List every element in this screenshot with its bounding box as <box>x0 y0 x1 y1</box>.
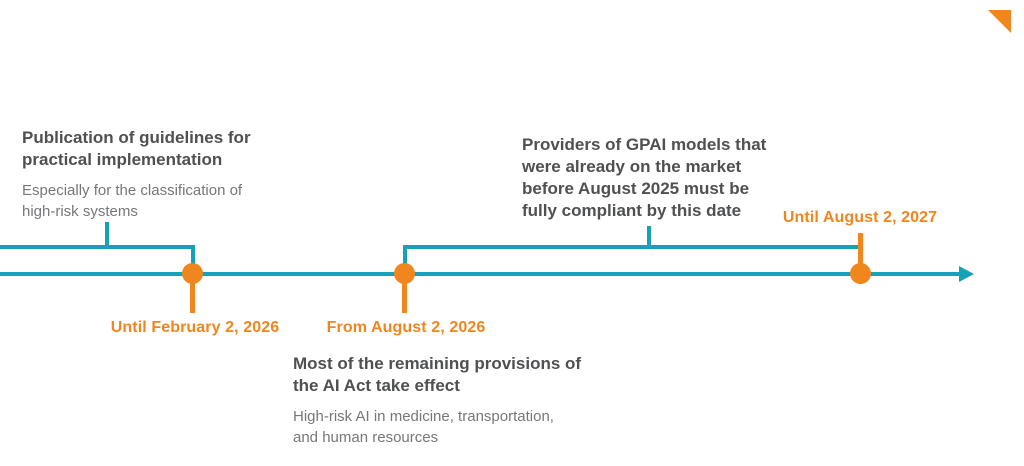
timeline-arrowhead-icon <box>959 266 974 282</box>
event1-text-connector <box>105 222 109 247</box>
milestone-stem-3 <box>858 233 863 264</box>
event3-bracket-vertical <box>403 245 407 273</box>
event2-text-block: Most of the remaining provisions of the … <box>293 353 581 448</box>
event2-title: Most of the remaining provisions of the … <box>293 354 582 395</box>
event3-title: Providers of GPAI models that were alrea… <box>522 135 767 220</box>
event3-bracket-horizontal <box>403 245 858 249</box>
event3-text-connector <box>647 226 651 247</box>
milestone-dot-2 <box>394 263 415 284</box>
milestone-dot-3 <box>850 263 871 284</box>
date-label-2: From August 2, 2026 <box>326 319 486 336</box>
milestone-dot-1 <box>182 263 203 284</box>
date-label-3: Until August 2, 2027 <box>782 209 938 226</box>
milestone-stem-2 <box>402 283 407 313</box>
event1-title: Publication of guidelines for practical … <box>22 128 251 169</box>
timeline-axis <box>0 272 960 276</box>
event1-subtitle: Especially for the classification of hig… <box>22 182 243 220</box>
event1-text-block: Publication of guidelines for practical … <box>22 127 251 222</box>
event1-bracket-vertical <box>191 245 195 273</box>
event2-subtitle: High-risk AI in medicine, transportation… <box>293 408 554 446</box>
date-label-1: Until February 2, 2026 <box>110 319 280 336</box>
milestone-stem-1 <box>190 283 195 313</box>
brand-triangle-icon <box>988 10 1011 33</box>
event3-text-block: Providers of GPAI models that were alrea… <box>522 134 766 222</box>
event1-bracket-horizontal <box>0 245 195 249</box>
